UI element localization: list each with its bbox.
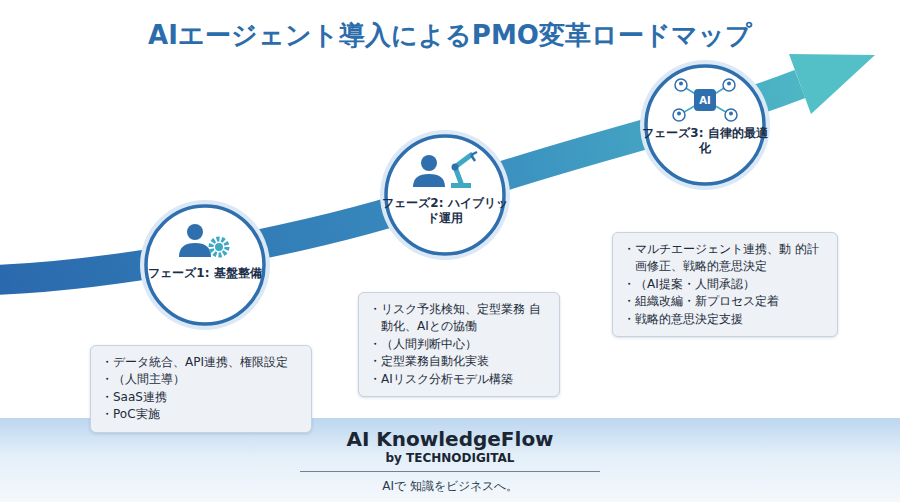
- diagram-title: AIエージェント導入によるPMO変革ロードマップ: [0, 18, 900, 53]
- bullet-item: ・（AI提案・人間承認）: [623, 276, 827, 293]
- bullet-item: ・定型業務自動化実装: [369, 353, 549, 370]
- phase-label-wrap: フェーズ1: 基盤整備: [140, 266, 270, 281]
- phase-circle: フェーズ3: 自律的最適化: [640, 60, 770, 190]
- bullet-item: ・（人間主導）: [101, 371, 301, 388]
- bullet-item: ・マルチエージェント連携、動 的計画修正、戦略的意思決定: [623, 241, 827, 276]
- bullet-item: ・組織改編・新プロセス定着: [623, 293, 827, 310]
- phase-name: フェーズ3: 自律的最適化: [640, 126, 770, 156]
- phase-name: フェーズ1: 基盤整備: [140, 266, 270, 281]
- circle-outline: [380, 130, 510, 260]
- phase-icon: [179, 224, 227, 257]
- bullet-item: ・戦略的意思決定支援: [623, 311, 827, 328]
- brand-owner: by TECHNODIGITAL: [300, 451, 600, 472]
- bullet-item: ・リスク予兆検知、定型業務 自動化、AIとの協働: [369, 301, 549, 336]
- phase-detail-box: ・マルチエージェント連携、動 的計画修正、戦略的意思決定・（AI提案・人間承認）…: [612, 232, 838, 337]
- phase-label-wrap: フェーズ3: 自律的最適化: [640, 126, 770, 156]
- phase-circle: フェーズ2: ハイブリッド運用: [380, 130, 510, 260]
- phase-circle: フェーズ1: 基盤整備: [140, 200, 270, 330]
- phase-icon: [413, 152, 477, 188]
- bullet-item: ・データ統合、API連携、権限設定: [101, 354, 301, 371]
- phase-name: フェーズ2: ハイブリッド運用: [380, 196, 510, 226]
- bullet-item: ・AIリスク分析モデル構築: [369, 371, 549, 388]
- brand-tagline: AIで 知識をビジネスへ。: [0, 478, 900, 495]
- bullet-item: ・PoC実施: [101, 406, 301, 423]
- phase-label-wrap: フェーズ2: ハイブリッド運用: [380, 196, 510, 226]
- phase-detail-box: ・データ統合、API連携、権限設定・（人間主導）・SaaS連携・PoC実施: [90, 345, 312, 433]
- phase-detail-box: ・リスク予兆検知、定型業務 自動化、AIとの協働・（人間判断中心）・定型業務自動…: [358, 292, 560, 397]
- bullet-item: ・SaaS連携: [101, 389, 301, 406]
- chip-label: AI: [699, 95, 710, 106]
- bullet-item: ・（人間判断中心）: [369, 336, 549, 353]
- phase-icon: [673, 79, 737, 121]
- arrow-head: [789, 54, 875, 114]
- circle-outline: [140, 200, 270, 330]
- circle-outline: [640, 60, 770, 190]
